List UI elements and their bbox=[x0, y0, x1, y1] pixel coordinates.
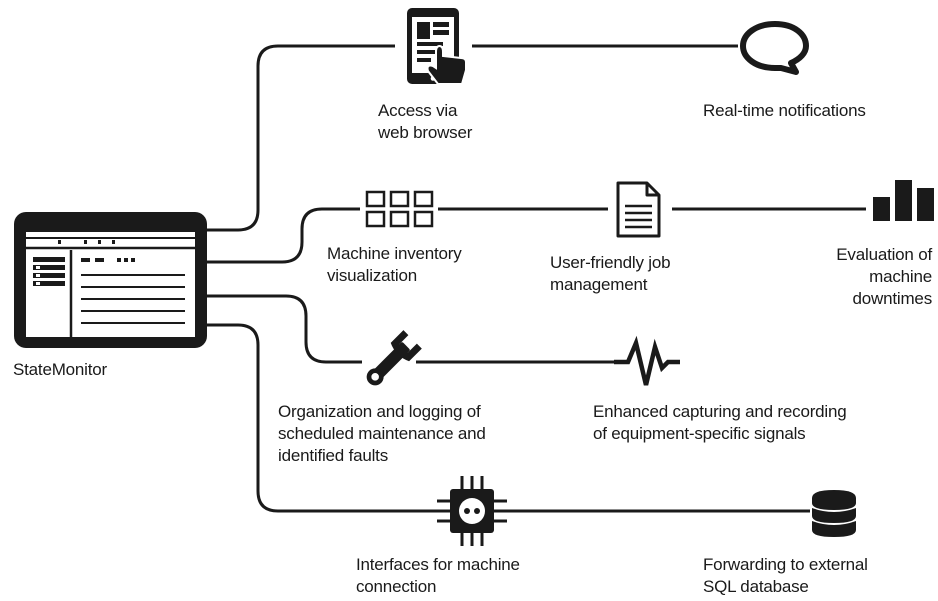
connector-interfaces bbox=[205, 323, 438, 513]
label-machine-interfaces: Interfaces for machine connection bbox=[356, 554, 520, 598]
connector-lines bbox=[205, 44, 866, 513]
label-line: Access via bbox=[378, 101, 458, 120]
label-line: downtimes bbox=[852, 289, 933, 308]
connector-maintenance bbox=[205, 294, 362, 364]
label-job-management: User-friendly job management bbox=[550, 252, 671, 296]
label-machine-downtimes: Evaluation of machine downtimes bbox=[836, 244, 932, 310]
label-line: of equipment-specific signals bbox=[593, 424, 806, 443]
bar-chart-icon bbox=[873, 180, 934, 221]
label-line: Machine inventory bbox=[327, 244, 462, 263]
label-equipment-signals: Enhanced capturing and recording of equi… bbox=[593, 401, 847, 445]
label-line: visualization bbox=[327, 266, 418, 285]
connector-inventory bbox=[205, 207, 360, 264]
label-line: web browser bbox=[378, 123, 473, 142]
label-line: Real-time notifications bbox=[703, 101, 866, 120]
label-line: identified faults bbox=[278, 446, 389, 465]
label-line: connection bbox=[356, 577, 437, 596]
label-line: management bbox=[550, 275, 648, 294]
label-line: Organization and logging of bbox=[278, 402, 481, 421]
speech-bubble-icon bbox=[740, 21, 809, 75]
label-line: Enhanced capturing and recording bbox=[593, 402, 847, 421]
label-line: machine bbox=[869, 267, 932, 286]
label-access-web-browser: Access via web browser bbox=[378, 100, 472, 144]
document-icon bbox=[616, 181, 661, 238]
label-line: Forwarding to external bbox=[703, 555, 868, 574]
label-line: SQL database bbox=[703, 577, 809, 596]
monitor-screen-icon bbox=[14, 212, 207, 348]
label-line: Interfaces for machine bbox=[356, 555, 520, 574]
label-line: scheduled maintenance and bbox=[278, 424, 486, 443]
chip-interface-icon bbox=[437, 476, 507, 546]
connector-web bbox=[205, 44, 395, 232]
signal-waveform-icon bbox=[614, 335, 680, 386]
label-line: Evaluation of bbox=[836, 245, 932, 264]
label-maintenance: Organization and logging of scheduled ma… bbox=[278, 401, 486, 467]
tablet-touch-icon bbox=[407, 8, 467, 85]
hub-label: StateMonitor bbox=[13, 360, 107, 379]
machine-grid-icon bbox=[365, 190, 434, 228]
database-icon bbox=[812, 490, 856, 537]
wrench-icon bbox=[366, 330, 422, 386]
label-machine-inventory: Machine inventory visualization bbox=[327, 243, 462, 287]
label-line: User-friendly job bbox=[550, 253, 671, 272]
label-real-time-notifications: Real-time notifications bbox=[703, 100, 866, 122]
label-sql-database: Forwarding to external SQL database bbox=[703, 554, 868, 598]
